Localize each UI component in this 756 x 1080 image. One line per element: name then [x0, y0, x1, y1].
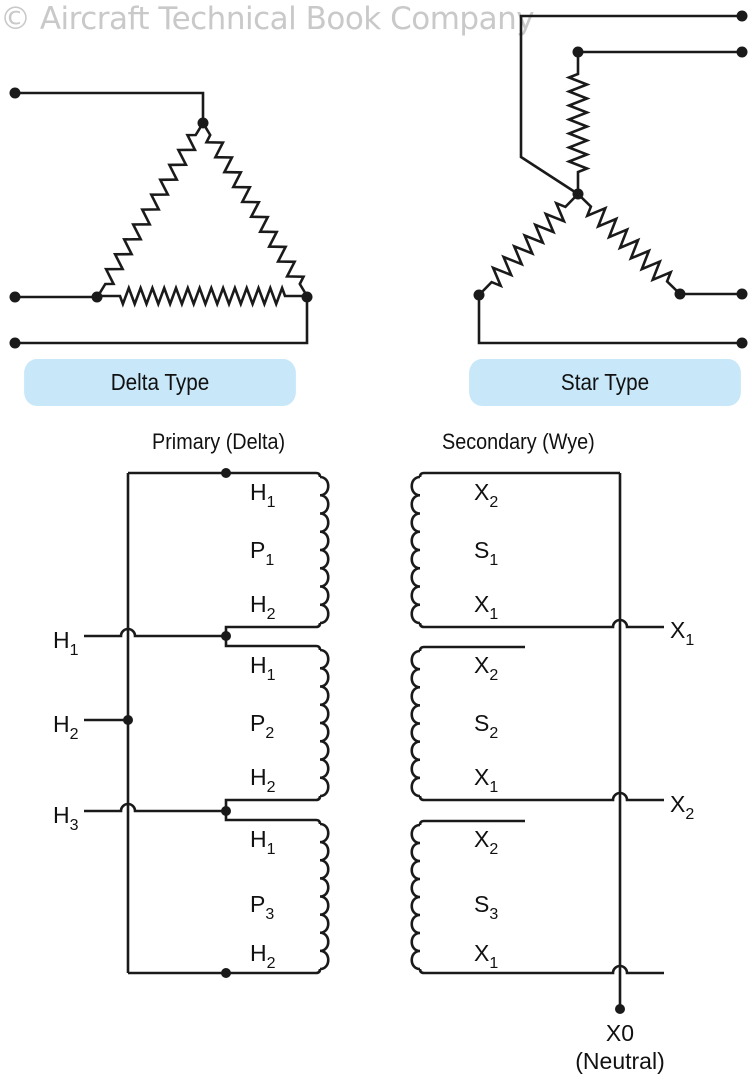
primary-winding-bottom-label: H2	[250, 940, 276, 972]
secondary-winding-top-label: X2	[474, 826, 498, 858]
secondary-winding-top-label: X2	[474, 479, 498, 511]
star-terminal-dot	[473, 289, 485, 301]
secondary-winding-top-label: X2	[474, 652, 498, 684]
delta-resistor-left	[96, 122, 205, 297]
primary-title: Primary (Delta)	[152, 429, 286, 454]
neutral-label: X0	[606, 1020, 634, 1046]
secondary-output-x2-label: X2	[670, 791, 694, 823]
star-terminal-dot	[736, 288, 748, 300]
primary-winding-coil-label: P3	[250, 891, 274, 923]
delta-terminal-dot	[9, 291, 21, 303]
secondary-title: Secondary (Wye)	[442, 429, 595, 454]
primary-winding-lead	[128, 471, 322, 478]
primary-winding-top-label: H1	[250, 826, 276, 858]
secondary-coil-2	[410, 649, 421, 798]
neutral-caption: (Neutral)	[575, 1048, 664, 1074]
delta-terminal-dot	[91, 291, 103, 303]
primary-link-1-2	[224, 622, 322, 651]
primary-junction-dot	[221, 806, 231, 816]
primary-winding-top-label: H1	[250, 652, 276, 684]
primary-input-label-1: H1	[53, 627, 79, 659]
delta-terminal-dot	[9, 87, 21, 99]
delta-terminal-dot	[197, 117, 209, 129]
star-type-label: Star Type	[469, 359, 741, 406]
primary-junction-dot	[221, 631, 231, 641]
primary-coil-3	[319, 822, 330, 971]
secondary-winding-bottom-label: X1	[474, 940, 498, 972]
delta-line-a	[15, 91, 205, 123]
delta-line-c	[15, 297, 309, 345]
secondary-coil-cap	[418, 795, 425, 802]
star-resistor-left	[478, 193, 579, 296]
secondary-output-x2-wire	[424, 791, 664, 802]
primary-junction-dot	[123, 715, 133, 725]
secondary-coil-cap	[418, 622, 425, 629]
star-resistor-top	[565, 52, 591, 194]
primary-input-h1-wire	[84, 627, 226, 638]
delta-type-diagram	[9, 87, 313, 349]
secondary-winding-coil-label: S2	[474, 710, 498, 742]
primary-winding-top-label: H1	[250, 479, 276, 511]
primary-winding-coil-label: P1	[250, 537, 274, 569]
star-terminal-dot	[736, 337, 748, 349]
secondary-coil-cap	[418, 968, 425, 975]
secondary-coil-3	[410, 823, 421, 971]
star-type-label-text: Star Type	[560, 369, 650, 395]
delta-resistor-right	[201, 122, 309, 297]
star-terminal-dot	[736, 10, 748, 22]
primary-winding-bottom-label: H2	[250, 591, 276, 623]
star-terminal-dot	[674, 288, 686, 300]
primary-bottom-lead	[128, 968, 322, 975]
secondary-output-x1-label: X1	[670, 617, 694, 649]
secondary-coil-cap	[418, 645, 425, 652]
primary-link-2-3	[224, 795, 322, 825]
star-line-a	[519, 14, 742, 196]
delta-resistor-bottom	[98, 284, 307, 308]
delta-terminal-dot	[301, 291, 313, 303]
primary-input-label-2: H2	[53, 711, 79, 743]
delta-type-label: Delta Type	[24, 359, 296, 406]
neutral-terminal-dot	[615, 1004, 625, 1014]
primary-input-label-3: H3	[53, 802, 79, 834]
star-resistor-right	[577, 193, 681, 295]
delta-type-label-text: Delta Type	[110, 369, 210, 395]
secondary-winding-bottom-label: X1	[474, 764, 498, 796]
primary-winding-bottom-label: H2	[250, 764, 276, 796]
secondary-winding-coil-label: S3	[474, 891, 498, 923]
star-line-d	[477, 295, 742, 345]
star-terminal-dot	[736, 46, 748, 58]
secondary-coil-cap	[418, 819, 425, 826]
primary-junction-dot	[221, 968, 231, 978]
secondary-coil-1	[410, 475, 421, 625]
secondary-coil-cap	[418, 471, 425, 478]
secondary-winding-coil-label: S1	[474, 537, 498, 569]
watermark: © Aircraft Technical Book Company	[0, 1, 535, 37]
star-terminal-dot	[572, 188, 584, 200]
primary-coil-2	[319, 648, 330, 798]
primary-winding-coil-label: P2	[250, 710, 274, 742]
secondary-output-x1-wire	[424, 618, 664, 629]
secondary-winding-bottom-label: X1	[474, 591, 498, 623]
star-terminal-dot	[572, 46, 584, 58]
primary-coil-1	[319, 475, 330, 625]
secondary-output-3-wire	[424, 964, 664, 975]
primary-junction-dot	[221, 468, 231, 478]
star-type-diagram	[473, 10, 748, 349]
delta-terminal-dot	[9, 337, 21, 349]
primary-input-h3-wire	[84, 802, 226, 813]
